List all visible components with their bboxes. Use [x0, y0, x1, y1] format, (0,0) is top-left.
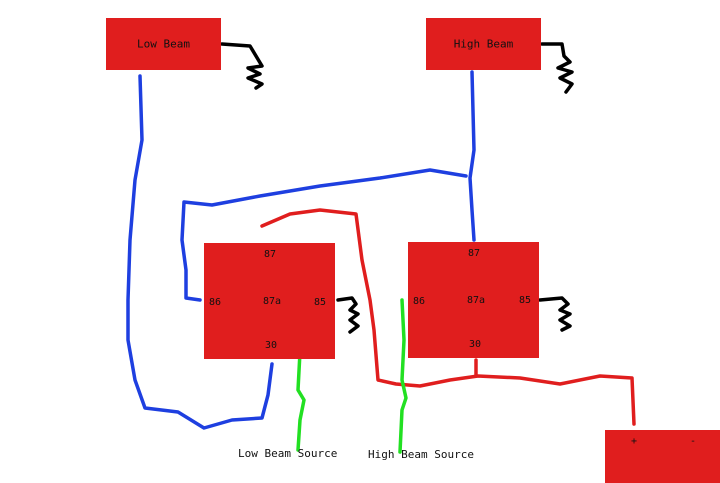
high-beam-label: High Beam	[453, 37, 514, 51]
relay-low-pin-87: 87	[264, 249, 277, 260]
relay-low-beam: 87 86 87a 85 30	[204, 243, 335, 359]
battery-negative-terminal: -	[690, 436, 697, 447]
blue-wire-branch	[180, 168, 468, 302]
relay-high-pin-85: 85	[519, 295, 532, 306]
relay-high-pin-30: 30	[469, 339, 482, 350]
relay-high-pin-87a: 87a	[467, 295, 486, 306]
high-beam-source-label: High Beam Source	[368, 448, 474, 461]
battery: + -	[605, 430, 720, 483]
ground-relay-low	[336, 296, 360, 334]
battery-positive-terminal: +	[631, 436, 638, 447]
green-wire-high-source	[398, 298, 408, 454]
relay-low-pin-85: 85	[314, 297, 327, 308]
relay-high-beam: 87 86 87a 85 30	[408, 242, 539, 358]
relay-high-pin-86: 86	[413, 296, 426, 307]
low-beam-lamp: Low Beam	[106, 18, 221, 70]
ground-relay-high	[538, 296, 572, 332]
relay-low-pin-86: 86	[209, 297, 222, 308]
ground-low-beam	[220, 42, 264, 90]
low-beam-label: Low Beam	[137, 37, 190, 51]
blue-wire-low-beam	[126, 74, 274, 430]
relay-low-pin-30: 30	[265, 340, 278, 351]
red-wire-power	[260, 208, 636, 426]
ground-high-beam	[540, 42, 574, 94]
high-beam-lamp: High Beam	[426, 18, 541, 70]
relay-high-pin-87: 87	[468, 248, 481, 259]
low-beam-source-label: Low Beam Source	[238, 447, 338, 460]
relay-low-pin-87a: 87a	[263, 296, 282, 307]
blue-wire-high-beam	[468, 70, 476, 242]
